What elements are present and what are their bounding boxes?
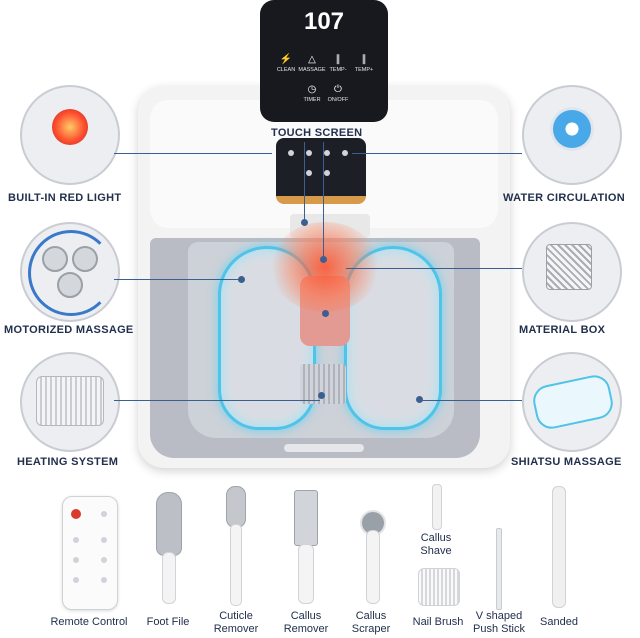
- left-foot-massage-area: [218, 246, 316, 430]
- fan-icon: [550, 107, 594, 151]
- callus-remover-head: [294, 490, 318, 546]
- material-box-marker: [322, 310, 329, 317]
- cuticle-remover-handle: [230, 524, 242, 606]
- sanded-label: Sanded: [540, 616, 578, 628]
- push-stick-label: V shaped Push Stick: [473, 610, 525, 635]
- shiatsu-pointer: [420, 400, 522, 401]
- water-circulation-label: WATER CIRCULATION: [503, 192, 626, 204]
- nail-brush: [418, 568, 460, 606]
- thermometer-icon: ∥: [335, 54, 341, 65]
- drain-slot: [284, 444, 364, 452]
- panel-button[interactable]: [324, 150, 330, 156]
- heating-marker: [318, 392, 325, 399]
- remote-control-label: Remote Control: [50, 616, 128, 628]
- temp-up-label: TEMP+: [354, 67, 374, 73]
- touch-pointer-line: [304, 142, 305, 222]
- callus-shave-label: Callus Shave: [420, 532, 452, 557]
- remote-button: [101, 511, 107, 517]
- heater-icon: [36, 376, 104, 426]
- remote-button: [73, 557, 79, 563]
- clean-icon: ⚡: [279, 54, 293, 65]
- sanded-file: [552, 486, 566, 608]
- touch-screen-label: TOUCH SCREEN: [271, 127, 363, 139]
- material-box-label: MATERIAL BOX: [519, 324, 606, 336]
- foot-file-handle: [162, 552, 176, 604]
- remote-button: [101, 577, 107, 583]
- remote-power-button-icon: [71, 509, 81, 519]
- motorized-massage-marker: [238, 276, 245, 283]
- red-light-pointer: [114, 153, 272, 154]
- shiatsu-plate-icon: [530, 372, 616, 432]
- red-light-label: BUILT-IN RED LIGHT: [8, 192, 122, 204]
- motorized-massage-callout: [20, 222, 120, 322]
- cuticle-remover-text: Cuticle Remover: [213, 610, 259, 635]
- timer-label: TIMER: [303, 97, 321, 103]
- motorized-massage-pointer: [114, 279, 242, 280]
- touch-pointer-line: [323, 142, 324, 260]
- tub-control-panel[interactable]: [276, 138, 366, 204]
- remote-button: [101, 557, 107, 563]
- material-box-icon: [546, 244, 592, 290]
- temp-down-button[interactable]: ∥ TEMP-: [324, 54, 352, 73]
- shiatsu-massage-label: SHIATSU MASSAGE: [511, 456, 622, 468]
- remote-button: [73, 577, 79, 583]
- remote-button: [101, 537, 107, 543]
- callus-scraper-label: Callus Scraper: [351, 610, 391, 635]
- material-box-pointer: [346, 268, 522, 269]
- massage-button[interactable]: △ MASSAGE: [298, 54, 326, 73]
- touch-pointer-marker: [320, 256, 327, 263]
- temperature-readout: 107: [303, 8, 345, 35]
- nail-brush-label: Nail Brush: [412, 616, 464, 628]
- red-light-callout: [20, 85, 120, 185]
- power-label: ON/OFF: [327, 97, 349, 103]
- heating-system-label: HEATING SYSTEM: [17, 456, 119, 468]
- heating-system-callout: [20, 352, 120, 452]
- massage-label: MASSAGE: [298, 67, 326, 73]
- callus-shave-tool: [432, 484, 442, 530]
- massage-icon: △: [308, 54, 316, 65]
- thermometer-icon: ∥: [361, 54, 367, 65]
- shiatsu-marker: [416, 396, 423, 403]
- panel-button[interactable]: [306, 170, 312, 176]
- rotation-arrow-icon: [28, 230, 114, 316]
- power-button[interactable]: ⏻ ON/OFF: [324, 84, 352, 103]
- callus-remover-label: Callus Remover: [283, 610, 329, 635]
- cuticle-remover-label: Cuticle Remover: [206, 610, 266, 636]
- push-stick: [496, 528, 502, 610]
- power-icon: ⏻: [334, 84, 342, 95]
- water-circulation-callout: [522, 85, 622, 185]
- cuticle-remover-head: [226, 486, 246, 528]
- panel-button[interactable]: [342, 150, 348, 156]
- shiatsu-massage-callout: [522, 352, 622, 452]
- clean-button[interactable]: ⚡ CLEAN: [272, 54, 300, 73]
- foot-file-label: Foot File: [146, 616, 190, 628]
- touch-screen-display[interactable]: 107 ⚡ CLEAN △ MASSAGE ∥ TEMP- ∥ TEMP+ ◷ TIMER…: [260, 0, 388, 122]
- material-box-callout: [522, 222, 622, 322]
- clock-icon: ◷: [307, 84, 317, 95]
- timer-button[interactable]: ◷ TIMER: [298, 84, 326, 103]
- water-circulation-pointer: [352, 153, 522, 154]
- red-light-glow: [270, 222, 380, 312]
- remote-button: [73, 537, 79, 543]
- clean-label: CLEAN: [276, 67, 296, 73]
- remote-control: [62, 496, 118, 610]
- temp-down-label: TEMP-: [329, 67, 347, 73]
- touch-pointer-marker: [301, 219, 308, 226]
- foot-file-head: [156, 492, 182, 556]
- red-light-icon: [52, 109, 88, 145]
- panel-button[interactable]: [306, 150, 312, 156]
- temp-up-button[interactable]: ∥ TEMP+: [350, 54, 378, 73]
- motorized-massage-label: MOTORIZED MASSAGE: [4, 324, 134, 336]
- panel-button[interactable]: [288, 150, 294, 156]
- callus-scraper-handle: [366, 530, 380, 604]
- callus-remover-handle: [298, 544, 314, 604]
- panel-button[interactable]: [324, 170, 330, 176]
- heating-pointer: [114, 400, 320, 401]
